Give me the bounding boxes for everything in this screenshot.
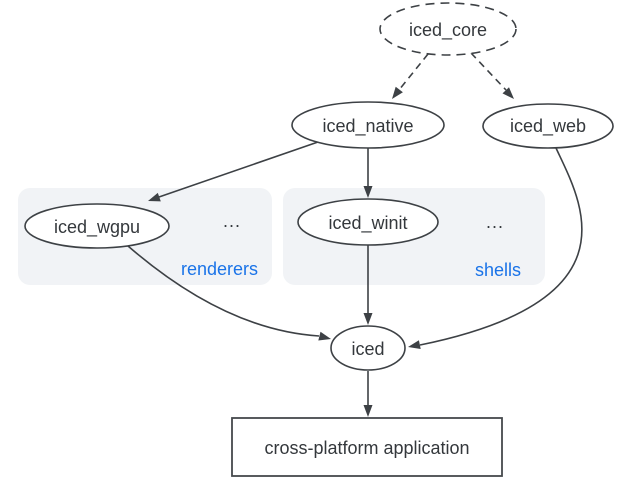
node-iced-wgpu-ellipse: [24, 203, 170, 249]
node-iced-label: iced: [351, 339, 384, 359]
node-iced-winit-label: iced_winit: [328, 213, 407, 234]
renderers-group-label: renderers: [181, 259, 258, 279]
arrowhead-into-application: [363, 405, 373, 417]
node-iced-wgpu-label: iced_wgpu: [54, 217, 140, 238]
edge-iced-native-to-iced-wgpu: [158, 141, 319, 198]
arrowhead-into-iced-winit: [363, 186, 373, 198]
edge-iced-web-to-iced: [419, 147, 583, 346]
node-iced-ellipse: [330, 325, 406, 371]
shells-ellipsis: ...: [486, 212, 504, 232]
edge-iced-core-to-iced-native: [398, 53, 429, 91]
arrowhead-web-into-iced: [408, 340, 421, 349]
node-iced-winit-ellipse: [297, 198, 439, 246]
edge-iced-core-to-iced-web: [470, 52, 507, 91]
arrowhead-into-iced-wgpu: [148, 192, 161, 202]
node-iced-native-label: iced_native: [322, 116, 413, 137]
node-iced-core-label: iced_core: [409, 20, 487, 41]
node-iced-web-ellipse: [482, 103, 614, 149]
node-application-label: cross-platform application: [264, 438, 469, 458]
arrowhead-into-iced-native: [392, 86, 403, 99]
node-iced-web-label: iced_web: [510, 116, 586, 137]
arrowhead-winit-into-iced: [363, 313, 373, 325]
shells-group-label: shells: [475, 260, 521, 280]
arrowhead-wgpu-into-iced: [318, 331, 331, 341]
arrowhead-into-iced-web: [502, 87, 514, 99]
node-iced-native-ellipse: [291, 101, 445, 149]
renderers-ellipsis: ...: [223, 211, 241, 231]
edge-iced-wgpu-to-iced: [127, 245, 320, 337]
node-iced-core-ellipse: [379, 2, 517, 56]
node-application-rect: [231, 417, 503, 477]
